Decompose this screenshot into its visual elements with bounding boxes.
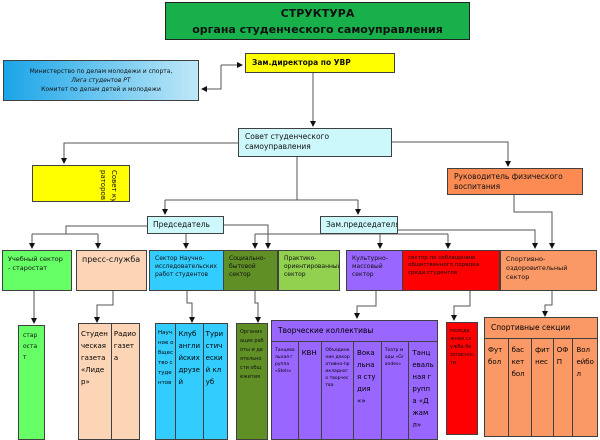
creative-item: Танцевальная группа «Stels» (272, 342, 299, 439)
creative-item: Вокальная студия «» (354, 342, 382, 439)
sport-item: Волейбол (576, 346, 594, 378)
sport-sections: Спортивные секции Футбол баскетбол фитне… (484, 317, 598, 437)
student-council-node: Совет студенческого самоуправления (238, 128, 392, 157)
connector (451, 291, 471, 321)
dorm-node: Организация работы и деятельности общежи… (236, 323, 268, 440)
connector (542, 291, 553, 317)
vice-chairman-node: Зам.председателя (320, 216, 398, 234)
security-service-label: молодежная служба безопасности (450, 328, 474, 366)
connector (61, 142, 238, 164)
sport-item: Футбол (485, 339, 509, 436)
title-line2: органа студенческого самоуправления (192, 23, 443, 36)
sector-sport: Спортивно-оздоровительный сектор (500, 250, 597, 291)
creative-item: КВН (299, 342, 323, 439)
press-subunits: Студенческая газета «Лидер» Радиогазета (78, 323, 140, 440)
deputy-director-node: Зам.директора по УВР (245, 53, 395, 73)
ministry-node: Министерство по делам молодежи и спорта,… (3, 60, 199, 101)
sport-item: фитнес (532, 339, 554, 436)
sport-item: баскетбол (509, 339, 533, 436)
sector-public-order: сектор по соблюдению общественного поряд… (402, 250, 500, 291)
sport-header: Спортивные секции (485, 318, 597, 339)
press-item: Радиогазета (113, 330, 137, 362)
connector (65, 225, 147, 234)
connector (513, 195, 555, 249)
dorm-label: Организация работы и деятельности общежи… (240, 329, 264, 380)
creative-collectives: Творческие коллективы Танцевальная групп… (271, 320, 438, 440)
sector-culture: Культурно-массовый сектор (346, 250, 404, 291)
title-line1: СТРУКТУРА (280, 7, 355, 20)
diagram-title: СТРУКТУРА органа студенческого самоуправ… (165, 2, 470, 40)
curators-council-label: Совет кураторов (99, 170, 118, 202)
ministry-line3: Комитет по делам детей и молодежи (41, 86, 161, 93)
sector-press: пресс-служба (76, 250, 147, 291)
connector (392, 141, 511, 167)
creative-item: Театр моды «Grandes» (382, 342, 410, 439)
curators-council-node: Совет кураторов (32, 165, 130, 202)
sector-practice: Прaктико-ориентированный сектор (278, 250, 340, 291)
science-item: Клуб английских друзей (176, 324, 204, 439)
press-item: Студенческая газета «Лидер» (79, 324, 112, 439)
security-service-node: молодежная служба безопасности (446, 322, 478, 435)
science-item: Научное общество студентов (156, 324, 177, 439)
connector (201, 65, 222, 92)
sector-science: Сектор Научно-исследовательских работ ст… (149, 250, 224, 291)
ministry-line2: Лига студентов РТ (71, 77, 131, 84)
connector (398, 229, 538, 249)
pe-head-node: Руководитель физического воспитания (447, 168, 583, 195)
science-subunits: Научное общество студентов Клуб английск… (155, 323, 228, 440)
starostat-label: старостат (23, 332, 38, 361)
starostat-node: старостат (18, 325, 45, 440)
science-item: Туристический клуб (205, 330, 224, 386)
creative-item: Объединение декоративно-прикладного твор… (322, 342, 355, 439)
connector (224, 224, 271, 249)
sector-social: Социально-бытовой сектор (223, 250, 278, 291)
ministry-line1: Министерство по делам молодежи и спорта, (29, 68, 173, 75)
creative-header: Творческие коллективы (272, 321, 437, 342)
connector (94, 291, 114, 323)
chairman-node: Председатель (147, 216, 224, 234)
sport-item: ОФП (554, 339, 574, 436)
sector-academic: Учебный сектор - старостат (2, 250, 72, 291)
creative-item: Танцевальная группа «Джамл» (412, 349, 434, 429)
connector (186, 291, 195, 323)
connector (354, 291, 377, 319)
connector (254, 291, 261, 323)
